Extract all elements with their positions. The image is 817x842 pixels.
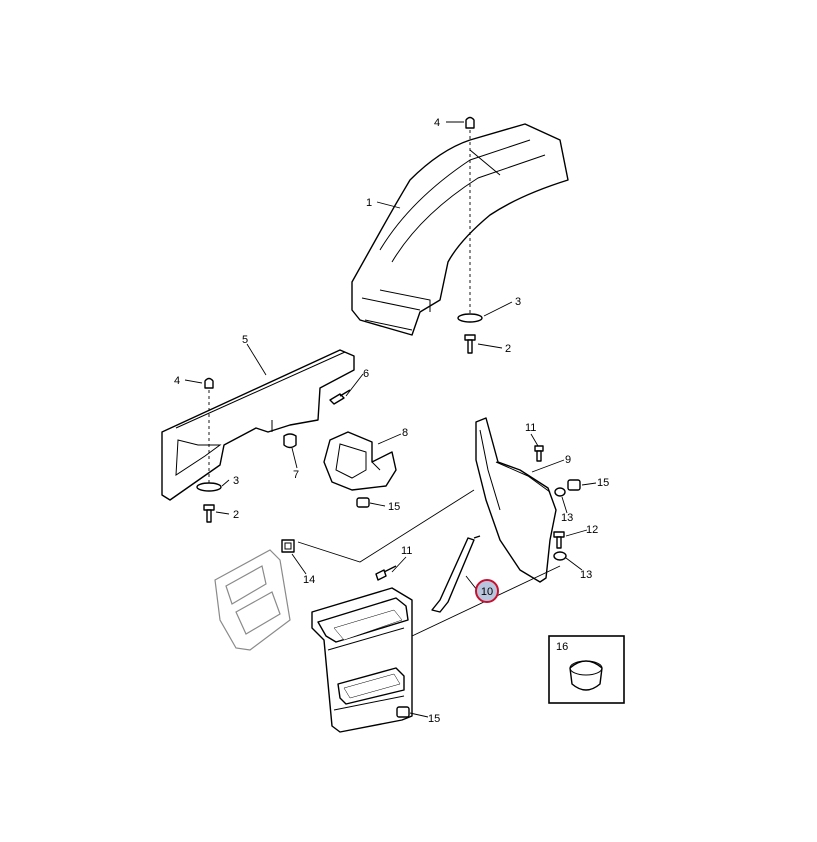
callout-8: 8 xyxy=(402,427,408,439)
callout-9: 9 xyxy=(565,454,571,466)
step-frame-reference xyxy=(214,549,291,651)
callout-5: 5 xyxy=(242,334,248,346)
part-7-clip xyxy=(283,433,297,449)
callout-2-top: 2 xyxy=(505,343,511,355)
callout-4-left: 4 xyxy=(174,375,180,387)
callout-7: 7 xyxy=(293,469,299,481)
callout-16: 16 xyxy=(556,641,568,653)
part-4-cap-nut-left xyxy=(204,377,214,389)
part-10-stay xyxy=(431,535,481,613)
callout-6: 6 xyxy=(363,368,369,380)
part-15-nut-bracket xyxy=(356,497,370,508)
part-2-bolt-left xyxy=(203,504,215,523)
callout-10: 10 xyxy=(481,586,493,598)
part-11-bolt-upper xyxy=(534,445,544,462)
callout-12: 12 xyxy=(586,524,598,536)
step-assembly xyxy=(311,587,413,733)
callout-13-lower: 13 xyxy=(580,569,592,581)
callout-14: 14 xyxy=(303,574,315,586)
part-12-bolt xyxy=(553,531,565,549)
callout-4-top: 4 xyxy=(434,117,440,129)
callout-15-bracket: 15 xyxy=(388,501,400,513)
callout-10-highlighted[interactable]: 10 xyxy=(475,579,499,603)
callout-15-bottom: 15 xyxy=(428,713,440,725)
callout-11-lower: 11 xyxy=(401,545,412,557)
part-11-bolt-lower xyxy=(375,565,397,581)
callout-3-left: 3 xyxy=(233,475,239,487)
part-3-washer-left xyxy=(196,482,222,492)
inset-detail-16: 16 xyxy=(548,635,625,704)
part-15-nut-bottom xyxy=(396,706,410,718)
part-4-cap-nut-upper xyxy=(465,116,475,129)
part-6-bolt xyxy=(329,389,351,405)
part-8-bracket xyxy=(323,431,397,491)
part-5-side-panel xyxy=(161,349,355,501)
part-2-bolt-upper xyxy=(464,334,476,354)
part-1-wheel-arch xyxy=(351,123,569,336)
part-3-washer-upper xyxy=(457,313,483,323)
part-13-washer-upper xyxy=(554,487,566,497)
callout-15-right: 15 xyxy=(597,477,609,489)
part-15-nut-right xyxy=(567,479,581,491)
callout-1: 1 xyxy=(366,197,372,209)
callout-13-upper: 13 xyxy=(561,512,573,524)
part-9-mudflap xyxy=(475,417,557,583)
part-13-washer-lower xyxy=(553,551,567,561)
part-14-clip-nut xyxy=(281,539,295,553)
callout-2-left: 2 xyxy=(233,509,239,521)
callout-11-upper: 11 xyxy=(525,422,536,434)
callout-3-top: 3 xyxy=(515,296,521,308)
